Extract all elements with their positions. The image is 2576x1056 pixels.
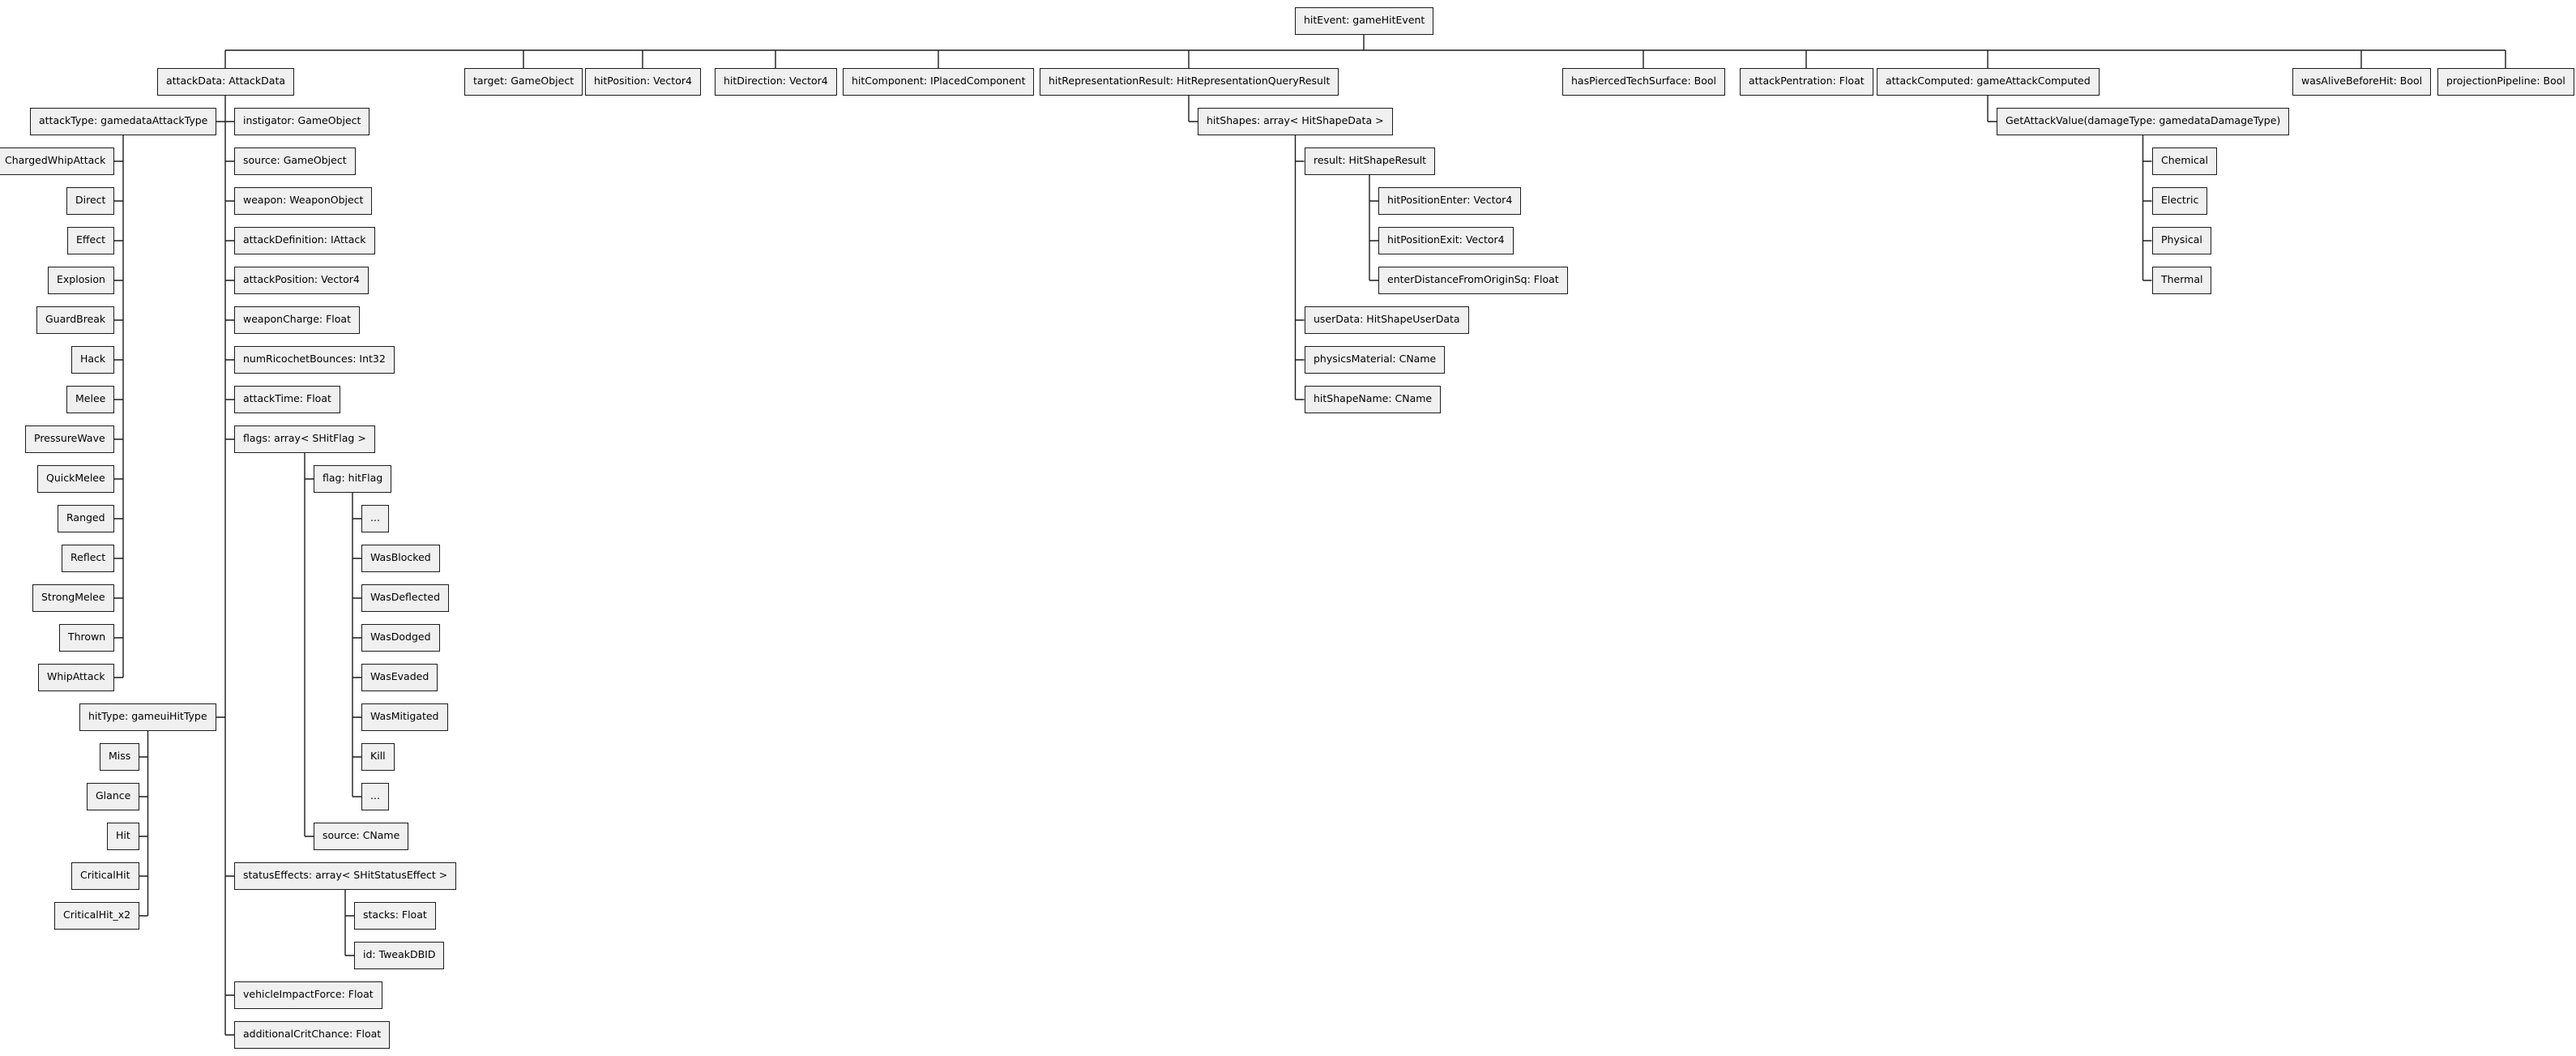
node-weapon: weapon: WeaponObject: [234, 187, 373, 215]
node-was-evaded: WasEvaded: [361, 664, 438, 691]
node-electric: Electric: [2152, 187, 2208, 215]
node-was-alive-before-hit: wasAliveBeforeHit: Bool: [2292, 68, 2432, 96]
node-was-dodged: WasDodged: [361, 624, 440, 652]
node-flags: flags: array< SHitFlag >: [234, 425, 375, 453]
node-charged-whip-attack: ChargedWhipAttack: [0, 147, 115, 175]
node-hit-component: hitComponent: IPlacedComponent: [843, 68, 1035, 96]
node-hit-shape-name: hitShapeName: CName: [1305, 386, 1442, 413]
node-miss: Miss: [100, 743, 140, 771]
node-stacks: stacks: Float: [354, 902, 436, 930]
node-additional-crit-chance: additionalCritChance: Float: [234, 1021, 391, 1049]
node-source: source: GameObject: [234, 147, 356, 175]
node-reflect: Reflect: [62, 545, 115, 572]
node-physics-material: physicsMaterial: CName: [1305, 346, 1446, 374]
node-user-data: userData: HitShapeUserData: [1305, 306, 1469, 334]
node-melee: Melee: [66, 386, 115, 413]
node-num-ricochet-bounces: numRicochetBounces: Int32: [234, 346, 395, 374]
node-flag-source: source: CName: [314, 823, 409, 850]
node-attack-position: attackPosition: Vector4: [234, 267, 369, 294]
node-whip-attack: WhipAttack: [38, 664, 114, 691]
node-hit: Hit: [107, 823, 139, 850]
node-hit-position-enter: hitPositionEnter: Vector4: [1378, 187, 1522, 215]
node-quick-melee: QuickMelee: [37, 465, 114, 493]
node-hit-position-exit: hitPositionExit: Vector4: [1378, 227, 1514, 254]
node-hit-representation-result: hitRepresentationResult: HitRepresentati…: [1040, 68, 1339, 96]
node-hit-event: hitEvent: gameHitEvent: [1295, 7, 1434, 35]
node-weapon-charge: weaponCharge: Float: [234, 306, 360, 334]
node-chemical: Chemical: [2152, 147, 2217, 175]
node-attack-computed: attackComputed: gameAttackComputed: [1877, 68, 2100, 96]
node-attack-pentration: attackPentration: Float: [1740, 68, 1873, 96]
node-glance: Glance: [87, 783, 140, 810]
node-attack-type: attackType: gamedataAttackType: [30, 108, 217, 135]
node-projection-pipeline: projectionPipeline: Bool: [2437, 68, 2574, 96]
node-critical-hit: CriticalHit: [71, 862, 139, 890]
node-attack-definition: attackDefinition: IAttack: [234, 227, 375, 254]
node-hit-shapes: hitShapes: array< HitShapeData >: [1198, 108, 1393, 135]
node-strong-melee: StrongMelee: [32, 584, 114, 612]
node-was-deflected: WasDeflected: [361, 584, 450, 612]
node-result: result: HitShapeResult: [1305, 147, 1436, 175]
node-status-effects: statusEffects: array< SHitStatusEffect >: [234, 862, 457, 890]
node-kill: Kill: [361, 743, 395, 771]
node-flag: flag: hitFlag: [314, 465, 392, 493]
node-direct: Direct: [66, 187, 115, 215]
node-get-attack-value: GetAttackValue(damageType: gamedataDamag…: [1997, 108, 2290, 135]
node-pressure-wave: PressureWave: [25, 425, 114, 453]
node-target: target: GameObject: [464, 68, 583, 96]
node-thermal: Thermal: [2152, 267, 2212, 294]
node-hit-type: hitType: gameuiHitType: [79, 703, 216, 731]
node-hack: Hack: [71, 346, 115, 374]
node-status-effect-id: id: TweakDBID: [354, 942, 445, 969]
node-hit-flag-ellipsis-top: ...: [361, 505, 389, 532]
node-physical: Physical: [2152, 227, 2211, 254]
node-hit-position: hitPosition: Vector4: [585, 68, 701, 96]
node-was-mitigated: WasMitigated: [361, 703, 448, 731]
node-guard-break: GuardBreak: [36, 306, 115, 334]
node-vehicle-impact-force: vehicleImpactForce: Float: [234, 981, 382, 1009]
node-hit-flag-ellipsis-bottom: ...: [361, 783, 389, 810]
node-hit-direction: hitDirection: Vector4: [715, 68, 837, 96]
node-thrown: Thrown: [59, 624, 115, 652]
node-instigator: instigator: GameObject: [234, 108, 370, 135]
node-has-pierced-tech-surface: hasPiercedTechSurface: Bool: [1562, 68, 1726, 96]
node-was-blocked: WasBlocked: [361, 545, 440, 572]
node-explosion: Explosion: [48, 267, 114, 294]
node-effect: Effect: [67, 227, 114, 254]
node-attack-data: attackData: AttackData: [157, 68, 295, 96]
node-critical-hit-x2: CriticalHit_x2: [54, 902, 140, 930]
node-enter-distance-from-origin-sq: enterDistanceFromOriginSq: Float: [1378, 267, 1568, 294]
node-attack-time: attackTime: Float: [234, 386, 340, 413]
node-ranged: Ranged: [58, 505, 114, 532]
